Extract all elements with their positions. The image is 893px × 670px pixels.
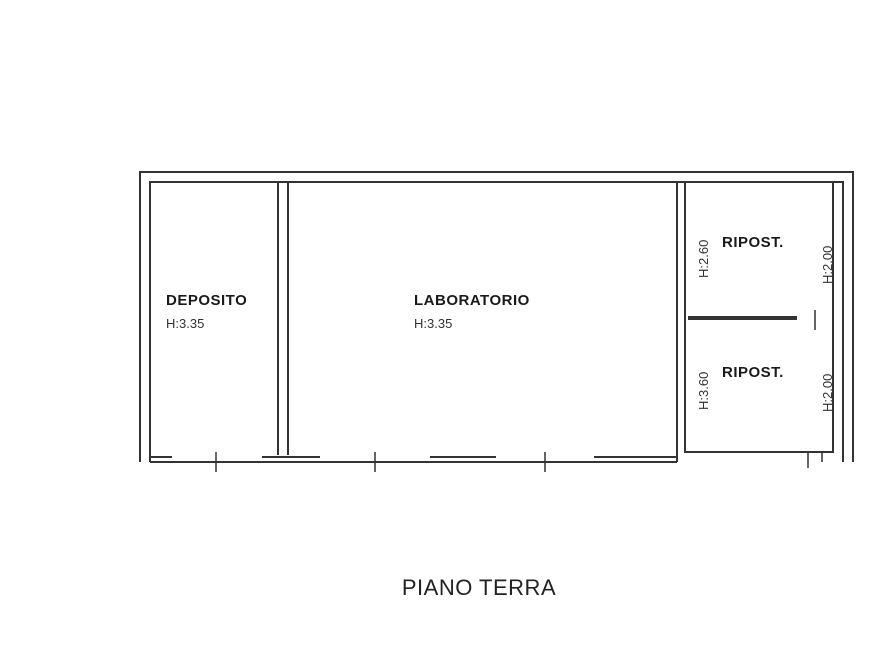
plan-title: PIANO TERRA	[402, 575, 556, 600]
room-height-ripost-upper-right: H:2.00	[820, 246, 835, 284]
deposito-walls	[150, 181, 677, 455]
room-name-ripost-lower: RIPOST.	[722, 364, 784, 381]
front-facade	[150, 452, 677, 472]
room-name-laboratorio: LABORATORIO	[414, 292, 530, 309]
room-height-ripost-lower-right: H:2.00	[820, 374, 835, 412]
room-height-ripost-lower-left: H:3.60	[696, 372, 711, 410]
room-name-ripost-upper: RIPOST.	[722, 234, 784, 251]
room-height-ripost-upper-left: H:2.60	[696, 240, 711, 278]
room-height-laboratorio: H:3.35	[414, 316, 452, 331]
room-name-deposito: DEPOSITO	[166, 292, 247, 309]
ripost-walls	[676, 182, 834, 468]
room-height-deposito: H:3.35	[166, 316, 204, 331]
